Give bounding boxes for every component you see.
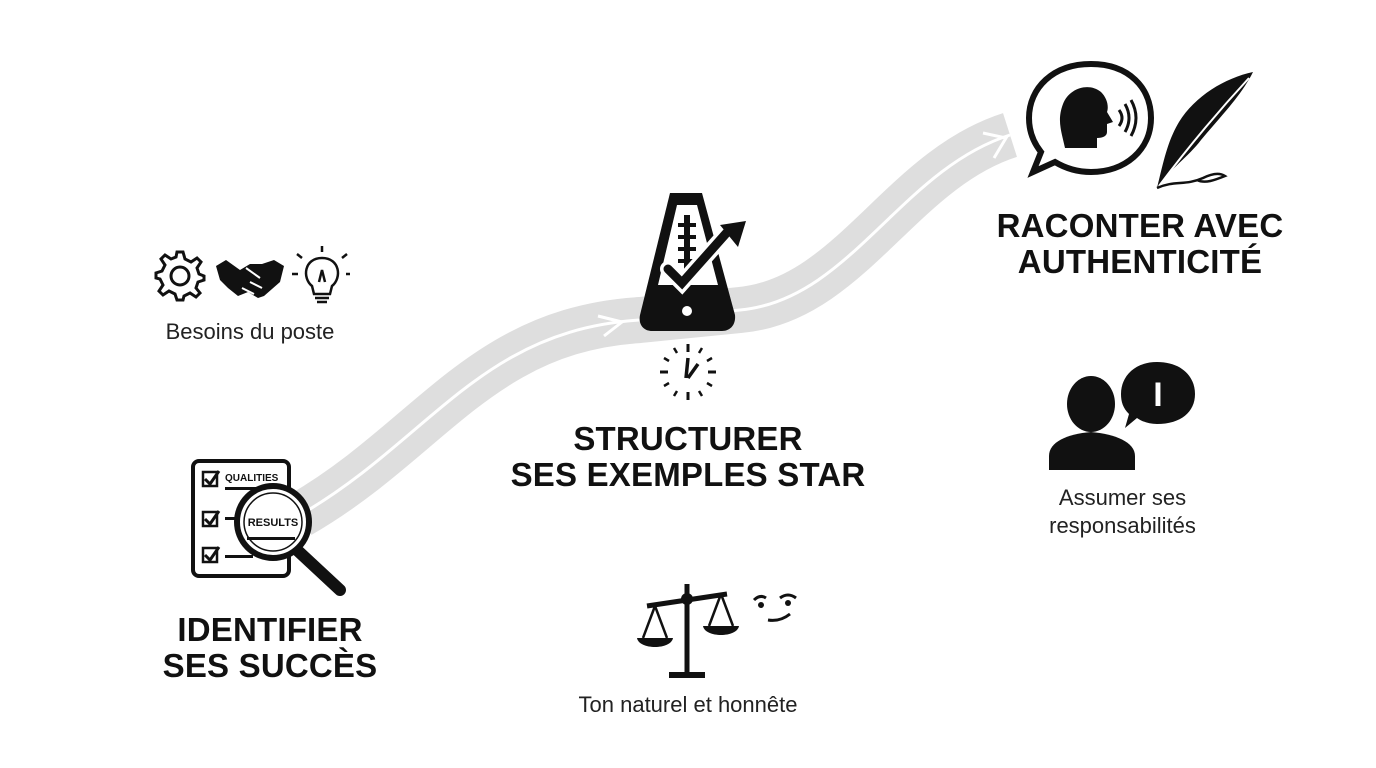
- lightbulb-icon: [292, 246, 350, 304]
- scales-icon: [637, 584, 739, 678]
- responsibility-caption: Assumer ses responsabilités: [1049, 485, 1196, 538]
- arrow-icon: [597, 314, 626, 338]
- speech-letter: I: [1153, 376, 1162, 414]
- person-speech-icon: I: [1049, 362, 1195, 470]
- handshake-icon: [216, 260, 284, 298]
- qualities-label: QUALITIES: [225, 473, 279, 484]
- results-label: RESULTS: [248, 517, 299, 529]
- needs-icons: [154, 246, 350, 304]
- checklist-magnifier: QUALITIES RESULTS: [191, 459, 346, 596]
- magnifier-icon: RESULTS: [234, 483, 346, 596]
- metronome-icon: [639, 193, 746, 331]
- speaking-head-icon: [1025, 60, 1155, 178]
- tone-caption: Ton naturel et honnête: [578, 692, 798, 717]
- gear-icon: [154, 250, 206, 302]
- arrow-icon: [982, 131, 1009, 159]
- step-title-identifier: IDENTIFIER SES SUCCÈS: [162, 611, 378, 684]
- step-title-structurer: STRUCTURER SES EXEMPLES STAR: [510, 420, 866, 493]
- quill-icon: [1156, 72, 1253, 190]
- clock-icon: [660, 344, 716, 400]
- smirk-face-icon: [752, 593, 797, 622]
- needs-caption: Besoins du poste: [165, 319, 335, 344]
- step-title-raconter: RACONTER AVEC AUTHENTICITÉ: [996, 207, 1284, 280]
